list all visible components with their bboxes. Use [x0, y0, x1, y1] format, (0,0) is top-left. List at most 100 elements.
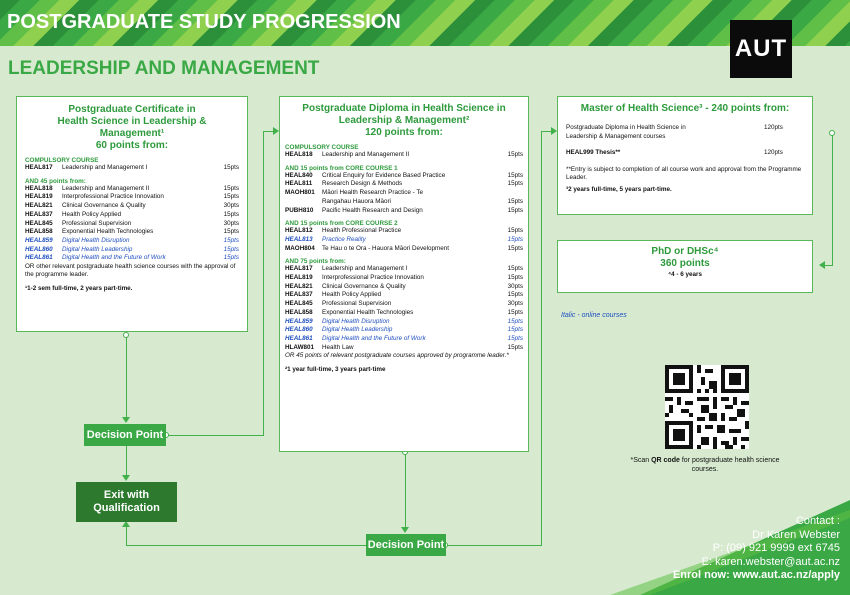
qr-code[interactable] — [665, 365, 749, 449]
certificate-elective-list: HEAL818 Leadership and Management II 15pts… — [25, 185, 239, 263]
phd-points: 360 points — [660, 258, 710, 269]
course-points: 15pts — [507, 206, 523, 214]
course-row: HLAW801 Health Law 15pts — [285, 344, 523, 353]
course-name: Digital Health Disruption — [322, 317, 390, 325]
qr-caption-suffix: for postgraduate health science courses. — [679, 457, 780, 473]
course-code: HLAW801 — [285, 343, 315, 351]
online-legend: Italic - online courses — [561, 312, 627, 319]
course-code: HEAL840 — [285, 171, 313, 179]
course-name: Practice Reality — [322, 235, 366, 243]
diploma-compulsory-label: COMPULSORY COURSE — [285, 144, 359, 151]
exit-with-qualification[interactable]: Exit with Qualification — [76, 482, 177, 522]
course-row: HEAL859 Digital Health Disruption 15pts — [285, 318, 523, 327]
course-name: Interprofessional Practice Innovation — [62, 193, 164, 201]
enrol-link[interactable]: Enrol now: www.aut.ac.nz/apply — [672, 569, 840, 581]
course-points: 15pts — [507, 326, 523, 334]
course-name: Clinical Governance & Quality — [62, 202, 146, 210]
course-name: Health Law — [322, 343, 354, 351]
course-code: HEAL811 — [285, 180, 313, 188]
course-points: 30pts — [223, 219, 239, 227]
course-points: 15pts — [507, 180, 523, 188]
course-points: 15pts — [223, 254, 239, 262]
course-name: Leadership and Management I — [62, 164, 148, 171]
aut-logo: AUT — [730, 20, 792, 78]
course-row: HEAL840 Critical Enquiry for Evidence Bas… — [285, 172, 523, 181]
course-name: Digital Health and the Future of Work — [62, 254, 166, 262]
course-code: MAOH804 — [285, 244, 315, 252]
course-code: PUBH810 — [285, 206, 314, 214]
course-row: HEAL817 Leadership and Management I 15pts — [25, 164, 239, 173]
decision-point-2[interactable]: Decision Point — [366, 534, 446, 556]
course-name: Clinical Governance & Quality — [322, 282, 406, 290]
course-row: HEAL819 Interprofessional Practice Innova… — [285, 274, 523, 283]
course-code: HEAL819 — [285, 274, 313, 282]
course-name: Exponential Health Technologies — [62, 228, 154, 236]
master-row: HEAL999 Thesis**120pts — [566, 149, 804, 158]
course-name: Leadership and Management II — [62, 184, 150, 192]
course-name: Health Professional Practice — [322, 227, 402, 235]
course-name: Interprofessional Practice Innovation — [322, 274, 424, 282]
master-footnote: ³2 years full-time, 5 years part-time. — [566, 186, 672, 194]
course-code: HEAL859 — [285, 317, 313, 325]
certificate-footnote: ¹1-2 sem full-time, 2 years part-time. — [25, 285, 133, 293]
course-code: HEAL817 — [25, 164, 53, 171]
course-points: 15pts — [223, 184, 239, 192]
decision-point-1[interactable]: Decision Point — [84, 424, 166, 446]
certificate-compulsory-label: COMPULSORY COURSE — [25, 157, 99, 164]
diploma-points: 120 points from: — [365, 127, 443, 138]
course-code: HEAL813 — [285, 235, 313, 243]
course-code: HEAL845 — [285, 300, 313, 308]
course-code: HEAL821 — [25, 202, 53, 210]
course-code: HEAL818 — [25, 184, 53, 192]
master-row-name: Postgraduate Diploma in Health Science i… — [566, 124, 686, 140]
course-row: HEAL818 Leadership and Management II 15pts — [25, 185, 239, 194]
phd-box: PhD or DHSc⁴ 360 points ⁴4 - 6 years — [557, 240, 813, 293]
course-code: HEAL817 — [285, 265, 313, 273]
course-points: 15pts — [507, 274, 523, 282]
course-name: Critical Enquiry for Evidence Based Prac… — [322, 171, 446, 179]
course-code: MAOH801 — [285, 189, 315, 197]
course-name: Professional Supervision — [322, 300, 392, 308]
course-name: Rangahau Hauora Māori — [322, 197, 391, 205]
course-code: HEAL858 — [285, 308, 313, 316]
contact-email[interactable]: E: karen.webster@aut.ac.nz — [701, 555, 840, 568]
course-code: HEAL837 — [25, 210, 53, 218]
phd-footnote: ⁴4 - 6 years — [668, 271, 702, 278]
course-code: HEAL860 — [25, 245, 53, 253]
course-points: 15pts — [507, 343, 523, 351]
course-points: 15pts — [507, 265, 523, 273]
qr-caption-prefix: *Scan — [630, 457, 652, 464]
diploma-core1-list: HEAL840 Critical Enquiry for Evidence Bas… — [285, 172, 523, 216]
course-code — [285, 198, 322, 207]
certificate-box: Postgraduate Certificate in Health Scien… — [16, 96, 248, 332]
course-points: 15pts — [507, 334, 523, 342]
course-name: Research Design & Methods — [322, 180, 403, 188]
course-row: HEAL861 Digital Health and the Future of … — [25, 254, 239, 263]
contact-heading: Contact : — [795, 515, 840, 527]
contact-phone: P: (09) 921 9999 ext 6745 — [712, 542, 840, 554]
course-points: 15pts — [507, 317, 523, 325]
course-points: 15pts — [223, 228, 239, 236]
diploma-core1-label: AND 15 points from CORE COURSE 1 — [285, 164, 398, 172]
page-title: POSTGRADUATE STUDY PROGRESSION — [7, 11, 401, 33]
phd-title: PhD or DHSc⁴ — [651, 246, 719, 257]
course-points: 15pts — [223, 236, 239, 244]
qr-caption: *Scan QR code for postgraduate health sc… — [630, 456, 780, 474]
course-code: HEAL861 — [25, 254, 53, 262]
contact-block: Contact : Dr Karen Webster P: (09) 921 9… — [673, 515, 840, 583]
course-points: 15pts — [223, 164, 239, 171]
course-name: Digital Health Leadership — [322, 326, 393, 334]
